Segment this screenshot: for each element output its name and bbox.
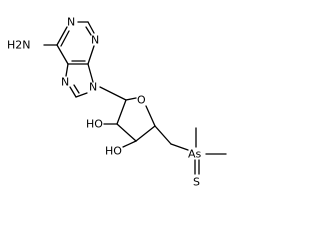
bond-c8-n9 <box>75 92 88 98</box>
bond-c6-n1-double <box>60 30 70 47</box>
bond-n7-c8-double <box>73 84 80 94</box>
bond-c6-n1 <box>56 26 68 46</box>
bond-c3-c2 <box>116 123 137 142</box>
bond-n9-c1prime <box>99 86 127 101</box>
bond-c2-n3-double <box>85 26 92 36</box>
arsenic-label: As <box>188 148 202 161</box>
molecule-structure: H2N N N N N O HO HO As S <box>7 16 227 189</box>
bond-c5prime-as <box>170 143 189 151</box>
ring-oxygen-label: O <box>137 94 146 107</box>
n7-label: N <box>61 76 69 89</box>
imidazole-ring <box>65 63 94 98</box>
bond-c2-n3 <box>87 21 95 34</box>
sulfur-label: S <box>193 176 200 189</box>
hydroxyl-3-label: HO <box>105 145 122 158</box>
n1-label: N <box>67 16 75 29</box>
n3-label: N <box>91 34 99 47</box>
bond-c4-c5prime <box>154 125 172 145</box>
pyrimidine-ring <box>56 21 95 65</box>
hydroxyl-2-label: HO <box>86 118 103 131</box>
bond-n7-c8 <box>69 86 77 98</box>
n9-label: N <box>89 81 97 94</box>
bond-o4-c4 <box>145 105 156 127</box>
bond-c4-c3 <box>135 125 156 142</box>
bond-c1-o4 <box>125 97 137 101</box>
amine-label: H2N <box>7 39 31 52</box>
bond-c6-c5 <box>56 44 69 65</box>
bond-c2-c1 <box>116 99 127 125</box>
ribose-ring <box>116 97 156 142</box>
bond-n3-c4 <box>87 45 95 65</box>
bond-n9-c4 <box>87 63 94 83</box>
bond-c3-oh <box>122 140 137 148</box>
bond-c5-n7 <box>65 63 69 77</box>
